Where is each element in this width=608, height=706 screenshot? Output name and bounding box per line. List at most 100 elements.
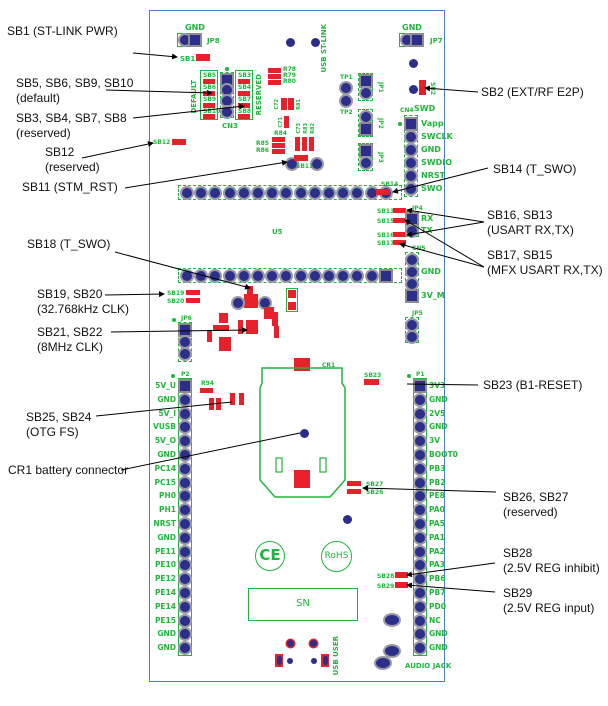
p1-pin-label: GND — [429, 394, 448, 404]
usb-user-slot — [323, 656, 328, 665]
swd-label: SWD — [414, 104, 436, 113]
u5-pin — [380, 271, 391, 281]
sb18-pad — [247, 286, 253, 298]
c76-c77-pad — [272, 312, 278, 326]
jp8-header — [177, 33, 201, 47]
jp5-pin-1 — [407, 320, 417, 330]
pin1-marker — [171, 374, 175, 378]
p1-pin-label: 3V — [429, 436, 441, 446]
r84-pad — [272, 137, 285, 142]
tp1-pin — [341, 83, 351, 93]
jp6-header — [178, 322, 192, 362]
p2-pin-label: PE11 — [154, 546, 176, 556]
r83-pad — [302, 137, 307, 151]
r85-label: R85 — [256, 140, 269, 147]
p2-pin — [180, 477, 190, 488]
sb9-pad — [203, 103, 215, 108]
usb-user-label: USB USER — [332, 636, 340, 676]
r85-pad — [272, 143, 285, 148]
callout-title: SB17, SB15 — [487, 248, 553, 262]
cn5-pin-4 — [407, 291, 417, 301]
sb25-pad — [230, 393, 235, 405]
r82-pad — [309, 137, 314, 151]
p2-pin-label: GND — [157, 629, 176, 639]
callout-sb5-sb6-sb9-sb10: SB5, SB6, SB9, SB10(default) — [16, 76, 133, 106]
callout-sb28: SB28(2.5V REG inhibit) — [503, 546, 600, 576]
jp7-pin-1 — [402, 35, 412, 45]
p1-pin-label: GND — [429, 643, 448, 653]
sb7-label: SB7 — [238, 96, 252, 103]
gnd-label-jp7: GND — [402, 23, 422, 32]
sb12-label: SB12 — [153, 139, 171, 146]
sb16-pad — [393, 232, 406, 237]
p1-pin — [415, 491, 425, 502]
callout-sb25-sb24: SB25, SB24(OTG FS) — [26, 410, 91, 440]
sb27-label: SB27 — [366, 481, 384, 488]
c74-pad-bottom — [288, 302, 296, 310]
sb20-pad — [186, 298, 200, 303]
p2-pin — [180, 629, 190, 640]
jp6-pin-1 — [180, 325, 190, 335]
sb1-label: SB1 — [180, 55, 196, 63]
jp4-rx-label: RX — [421, 214, 434, 223]
pin1-marker — [398, 122, 402, 126]
cn4-pin-label: SWO — [421, 184, 443, 193]
callout-title: SB29 — [503, 586, 533, 600]
p1-pin-label: PD0 — [429, 601, 446, 611]
p1-pin — [415, 574, 425, 585]
p2-pin-label: PE14 — [154, 588, 176, 597]
r87-pad — [274, 326, 279, 338]
u5-pin — [238, 188, 249, 198]
usb-user-hole — [310, 640, 317, 647]
cn4-pin-label: NRST — [421, 171, 446, 180]
p2-pin-label: 5V_I — [158, 408, 176, 418]
tp2-label: TP2 — [340, 109, 353, 116]
sb28-pad — [395, 572, 408, 578]
callout-sb2: SB2 (EXT/RF E2P) — [481, 85, 584, 99]
sb28-label: SB28 — [377, 573, 395, 580]
c72-pad — [281, 98, 287, 110]
sb6-label: SB6 — [203, 84, 217, 91]
p1-pin — [415, 408, 425, 419]
c-pad — [209, 398, 214, 410]
callout-title: SB25, SB24 — [26, 410, 92, 424]
cn3-pin-4 — [222, 107, 232, 117]
u5-pin — [210, 188, 221, 198]
r78-label: R78 — [283, 66, 296, 73]
reserved-sb-group — [235, 70, 253, 120]
board-hole — [343, 515, 352, 524]
u5-pin — [338, 271, 349, 281]
c71-pad — [284, 116, 289, 128]
p1-pin — [415, 450, 425, 460]
c79-pad — [219, 313, 228, 323]
p2-header — [178, 378, 192, 656]
p2-pin-label: NRST — [153, 519, 176, 528]
r88-pad — [264, 307, 274, 319]
p1-pin-label: PB3 — [429, 463, 446, 473]
sb29-label: SB29 — [377, 583, 395, 590]
sb10-pad — [203, 114, 215, 119]
p2-pin-label: GND — [157, 450, 176, 459]
p1-pin — [415, 643, 425, 654]
callout-title: SB28 — [503, 546, 533, 560]
jp6-pin-2 — [180, 337, 190, 347]
callout-subtitle: (reserved) — [16, 126, 71, 140]
c80-pad — [238, 320, 243, 334]
sb29-pad — [395, 582, 408, 588]
sb11-label: SB11 — [296, 163, 314, 170]
sb15-label: SB15 — [377, 218, 395, 225]
sb3-label: SB3 — [238, 72, 252, 79]
p1-pin — [415, 422, 425, 433]
usb-user-hole — [287, 640, 294, 647]
tp2-pin — [341, 96, 351, 106]
callout-sb14: SB14 (T_SWO) — [493, 162, 577, 176]
r81-label: R81 — [296, 99, 302, 110]
sb14-label: SB14 — [381, 181, 399, 188]
r94-label: R94 — [201, 380, 214, 387]
usb-user-hole — [311, 658, 317, 664]
c81-pad — [207, 330, 212, 342]
u5-pin — [196, 188, 207, 198]
p2-pin — [180, 546, 190, 557]
p1-pin-label: GND — [429, 629, 448, 639]
jp4-label: JP4 — [412, 205, 423, 212]
